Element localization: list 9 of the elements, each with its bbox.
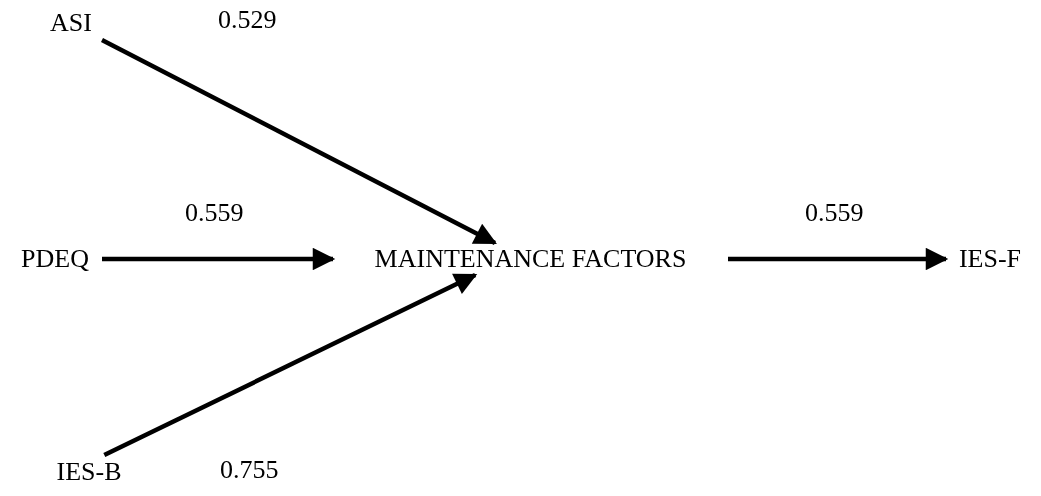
node-label: ASI xyxy=(50,8,92,38)
arrow xyxy=(728,247,949,271)
arrow xyxy=(103,272,478,458)
node-label: IES-F xyxy=(958,244,1022,274)
node-label: PDEQ xyxy=(21,244,89,274)
node-label: IES-B xyxy=(56,457,122,487)
node-label: MAINTENANCE FACTORS xyxy=(374,244,687,274)
arrow xyxy=(100,38,497,245)
arrow xyxy=(102,247,336,271)
